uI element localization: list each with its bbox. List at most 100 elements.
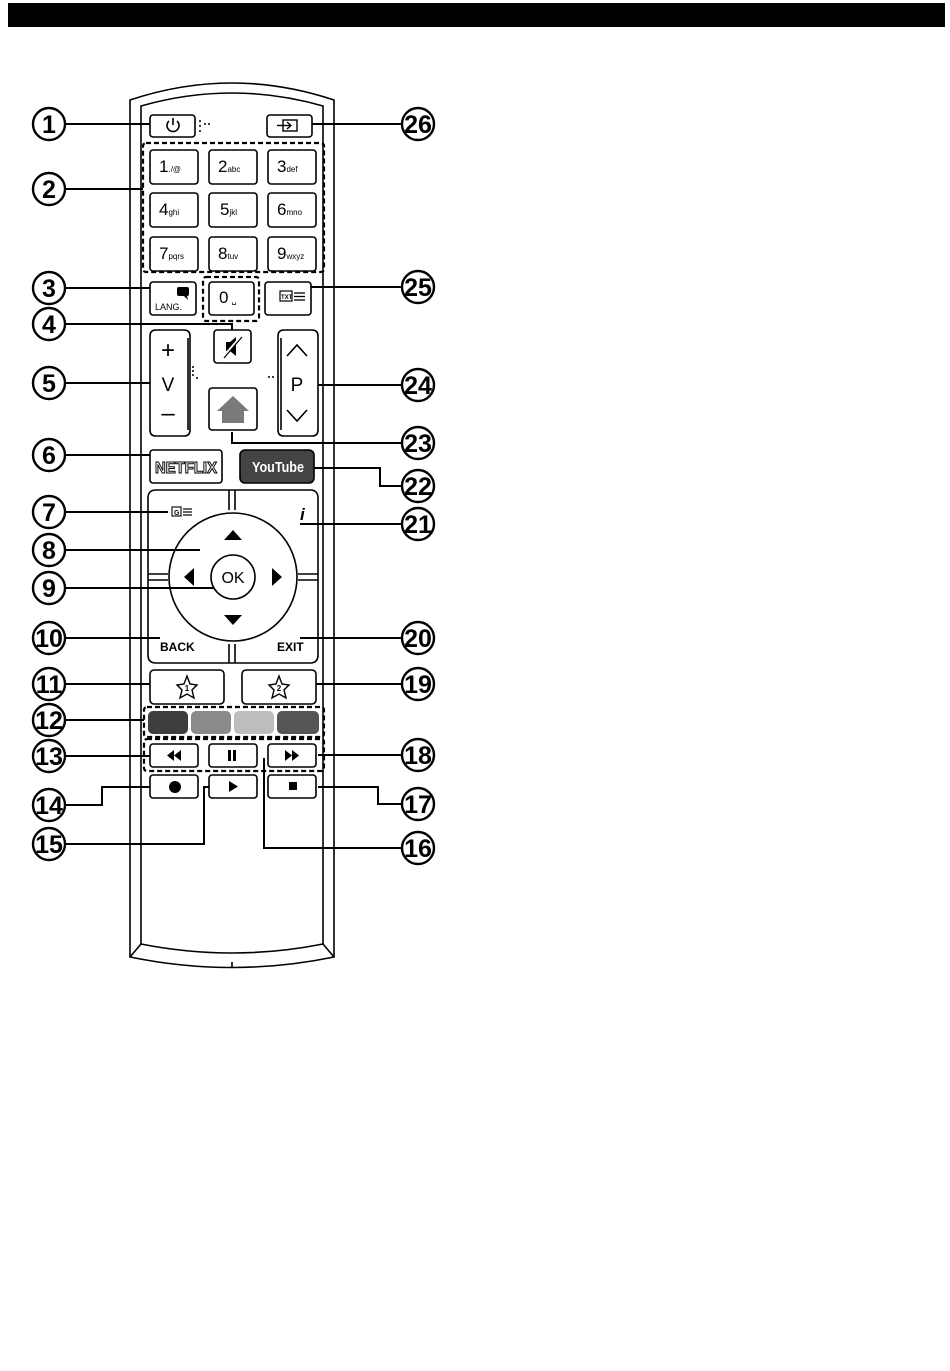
mute-button[interactable] (214, 330, 251, 363)
callout-number: 23 (404, 430, 432, 458)
play-button[interactable] (209, 775, 257, 798)
guide-button[interactable]: G (172, 507, 192, 517)
rewind-button[interactable] (150, 744, 198, 767)
digit-button-6[interactable]: 6mno (268, 193, 316, 227)
program-rocker[interactable]: P (278, 330, 318, 436)
power-button[interactable] (150, 115, 195, 137)
favorite-2-label: 2 (277, 684, 282, 693)
digit-button-7[interactable]: 7pqrs (150, 237, 198, 271)
pause-button[interactable] (209, 744, 257, 767)
green-button[interactable] (191, 711, 231, 734)
volume-down-label: – (161, 400, 175, 427)
info-button[interactable]: i (300, 505, 306, 524)
back-button[interactable]: BACK (160, 640, 195, 654)
callout-22: 22 (402, 470, 434, 502)
guide-label: G (174, 510, 180, 517)
callout-number: 25 (404, 274, 432, 302)
favorite-1-button[interactable]: 1 (150, 670, 224, 704)
favorite-2-button[interactable]: 2 (242, 670, 316, 704)
info-icon: i (300, 505, 306, 524)
language-button[interactable]: LANG. (150, 282, 196, 315)
callout-2: 2 (33, 173, 65, 205)
arrow-right-icon[interactable] (272, 568, 282, 586)
digit-button-9[interactable]: 9wxyz (268, 237, 316, 271)
source-button[interactable] (267, 115, 312, 137)
indicator-dots (199, 120, 210, 132)
blue-button[interactable] (277, 711, 319, 734)
home-button[interactable] (209, 388, 257, 430)
callout-number: 8 (42, 537, 56, 565)
record-icon (169, 781, 181, 793)
callout-number: 7 (42, 499, 56, 527)
callout-number: 22 (404, 473, 432, 501)
callout-21: 21 (402, 508, 434, 540)
teletext-label: TXT (281, 295, 293, 301)
digit-button-2[interactable]: 2abc (209, 150, 257, 184)
callout-number: 18 (404, 742, 432, 770)
arrow-up-icon[interactable] (224, 530, 242, 540)
callout-number: 21 (404, 511, 432, 539)
back-label: BACK (160, 640, 195, 654)
callout-25: 25 (402, 271, 434, 303)
volume-rocker[interactable]: + V – (150, 330, 190, 436)
volume-up-label: + (161, 337, 175, 364)
digit-button-5[interactable]: 5jkl (209, 193, 257, 227)
callout-17: 17 (402, 788, 434, 820)
netflix-logo-text: NETFLIX (155, 460, 217, 477)
teletext-button[interactable]: TXT (265, 282, 311, 315)
callout-number: 11 (36, 671, 63, 699)
exit-button[interactable]: EXIT (277, 640, 304, 654)
callout-number: 19 (404, 671, 432, 699)
callout-number: 14 (35, 792, 63, 820)
arrow-left-icon[interactable] (184, 568, 194, 586)
callout-1: 1 (33, 108, 65, 140)
list-lines-icon (183, 509, 192, 515)
youtube-button[interactable]: YouTube (240, 450, 314, 483)
netflix-button[interactable]: NETFLIX (150, 450, 222, 483)
callout-number: 5 (42, 370, 56, 398)
callout-number: 17 (404, 791, 432, 819)
callout-7: 7 (33, 496, 65, 528)
callout-number: 3 (42, 275, 56, 303)
callout-26: 26 (402, 108, 434, 140)
program-dots (268, 376, 274, 378)
callout-number: 24 (404, 372, 432, 400)
leader-lines (64, 124, 418, 848)
callout-number: 20 (404, 625, 432, 653)
digit-button-4[interactable]: 4ghi (150, 193, 198, 227)
callout-number: 12 (35, 707, 63, 735)
ok-button[interactable]: OK (211, 555, 255, 599)
favorite-1-label: 1 (185, 684, 190, 693)
youtube-logo-text: YouTube (252, 459, 304, 476)
volume-letter: V (162, 375, 175, 396)
digit-button-8[interactable]: 8tuv (209, 237, 257, 271)
digit-button-1[interactable]: 1./@ (150, 150, 198, 184)
digit-button-3[interactable]: 3def (268, 150, 316, 184)
ok-label: OK (221, 570, 244, 587)
remote-control-diagram: .o { fill:none; stroke:#000; stroke-widt… (0, 0, 950, 1000)
lang-label: LANG. (155, 302, 182, 312)
callout-15: 15 (33, 828, 65, 860)
digit-button-0[interactable]: 0␣ (209, 282, 254, 315)
callout-number: 4 (42, 311, 56, 339)
red-button[interactable] (148, 711, 188, 734)
callout-number: 15 (35, 831, 63, 859)
arrow-down-icon[interactable] (224, 615, 242, 625)
callout-number: 2 (42, 176, 56, 204)
yellow-button[interactable] (234, 711, 274, 734)
fast-forward-button[interactable] (268, 744, 316, 767)
callout-24: 24 (402, 369, 434, 401)
callout-5: 5 (33, 367, 65, 399)
callout-3: 3 (33, 272, 65, 304)
callout-number: 10 (35, 625, 63, 653)
callout-9: 9 (33, 572, 65, 604)
callout-12: 12 (33, 704, 65, 736)
stop-icon (289, 782, 297, 790)
program-letter: P (291, 375, 304, 396)
record-button[interactable] (150, 775, 198, 798)
callout-16: 16 (402, 832, 434, 864)
stop-button[interactable] (268, 775, 316, 798)
callout-20: 20 (402, 622, 434, 654)
callout-19: 19 (402, 668, 434, 700)
exit-label: EXIT (277, 640, 304, 654)
